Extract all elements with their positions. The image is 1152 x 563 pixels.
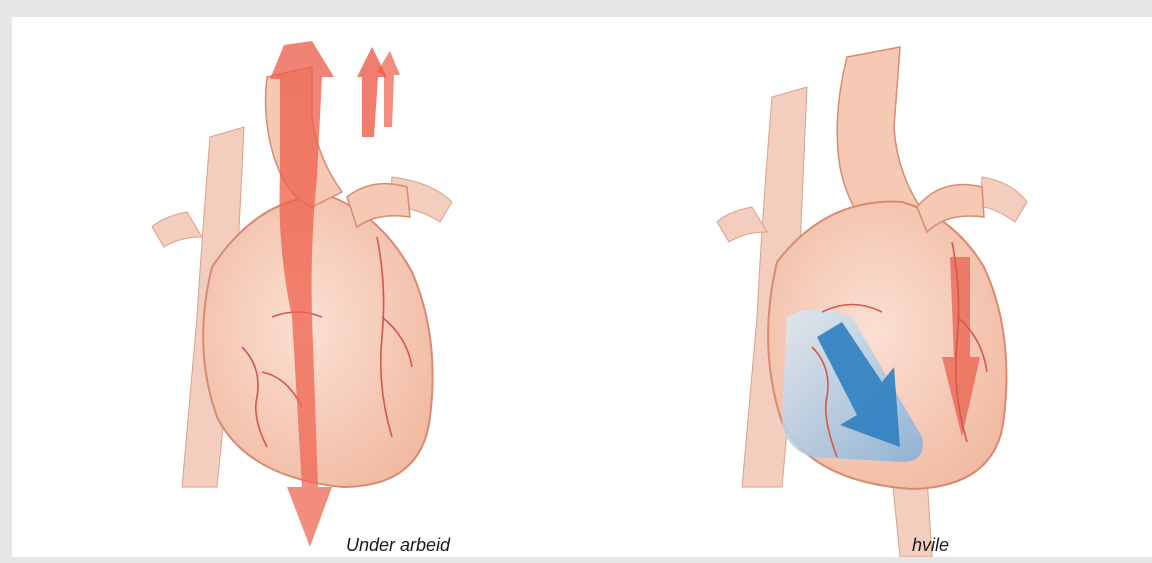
caption-under-arbeid: Under arbeid bbox=[346, 535, 450, 556]
heart-resting-figure: hvile bbox=[582, 17, 1142, 557]
pulmonary-artery bbox=[917, 185, 984, 233]
heart-body bbox=[203, 197, 433, 487]
pulmonary-artery bbox=[347, 184, 410, 227]
heart-resting-illustration bbox=[582, 17, 1142, 557]
heart-working-illustration bbox=[12, 17, 572, 557]
caption-hvile: hvile bbox=[912, 535, 949, 556]
heart-working-figure: Under arbeid bbox=[12, 17, 572, 557]
illustration-panel: Under arbeid bbox=[12, 17, 1152, 557]
